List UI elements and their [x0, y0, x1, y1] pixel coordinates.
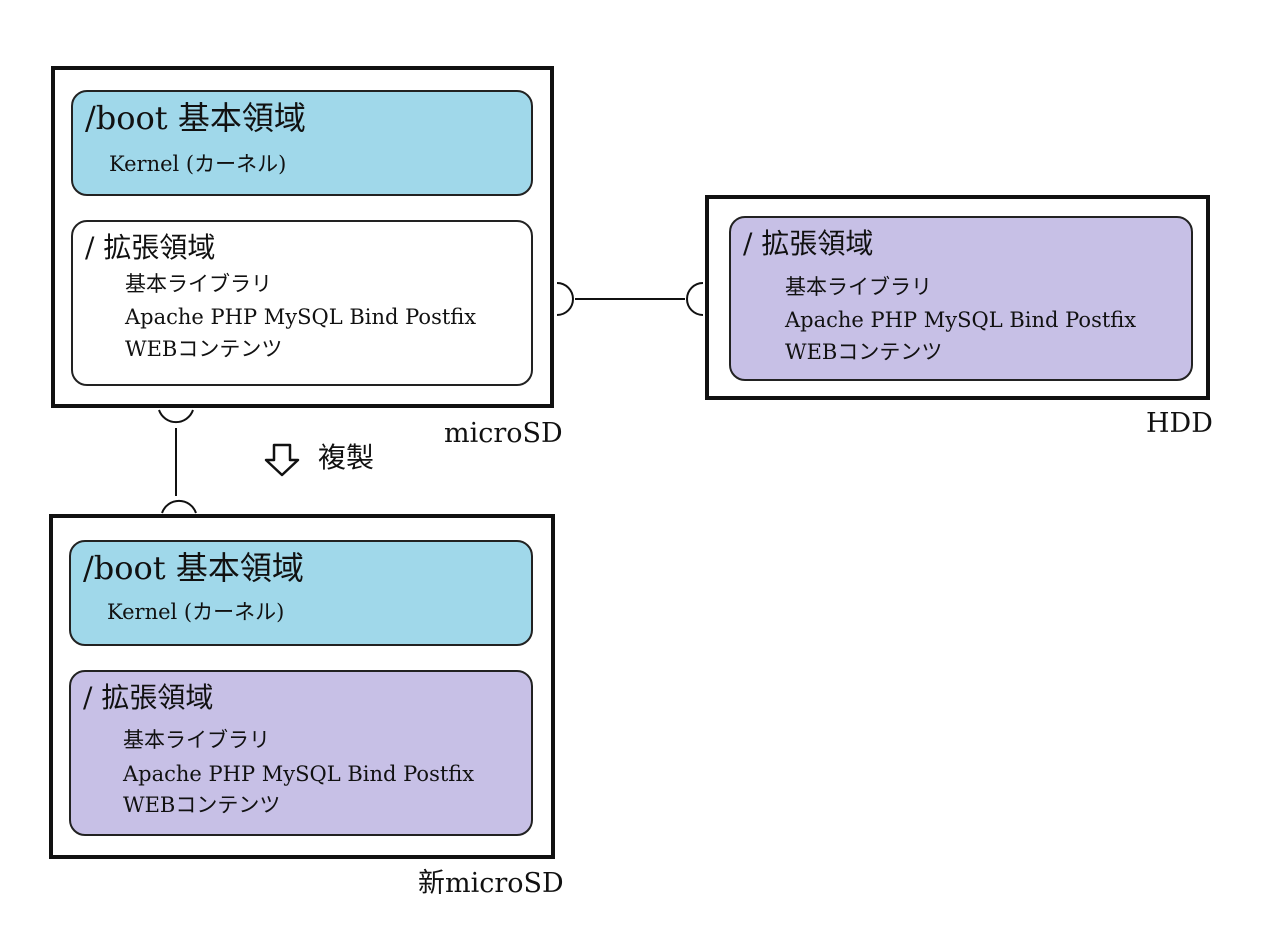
- hdd-device: / 拡張領域 基本ライブラリ Apache PHP MySQL Bind Pos…: [705, 195, 1210, 400]
- boot-partition: /boot 基本領域 Kernel (カーネル): [69, 540, 533, 646]
- copy-label: 複製: [318, 441, 375, 474]
- down-arrow-icon: [264, 443, 300, 477]
- hdd-label: HDD: [1146, 408, 1213, 439]
- connector-microsd-new: [158, 409, 197, 514]
- partition-line: Kernel (カーネル): [107, 600, 285, 624]
- microsd-device: /boot 基本領域 Kernel (カーネル) / 拡張領域 基本ライブラリ …: [51, 66, 554, 408]
- new-microsd-device: /boot 基本領域 Kernel (カーネル) / 拡張領域 基本ライブラリ …: [49, 514, 555, 859]
- ext-partition: / 拡張領域 基本ライブラリ Apache PHP MySQL Bind Pos…: [71, 220, 533, 386]
- partition-line: 基本ライブラリ: [123, 728, 270, 752]
- partition-title: / 拡張領域: [743, 227, 874, 260]
- partition-line: WEBコンテンツ: [125, 337, 283, 361]
- partition-line: Apache PHP MySQL Bind Postfix: [125, 305, 477, 329]
- connector-microsd-hdd: [556, 282, 704, 316]
- partition-title: / 拡張領域: [83, 681, 214, 714]
- partition-line: WEBコンテンツ: [785, 340, 943, 364]
- partition-line: Apache PHP MySQL Bind Postfix: [123, 762, 475, 786]
- partition-title: /boot 基本領域: [85, 99, 306, 137]
- boot-partition: /boot 基本領域 Kernel (カーネル): [71, 90, 533, 196]
- new-microsd-label: 新microSD: [418, 868, 564, 899]
- partition-line: WEBコンテンツ: [123, 793, 281, 817]
- ext-partition: / 拡張領域 基本ライブラリ Apache PHP MySQL Bind Pos…: [69, 670, 533, 836]
- partition-line: Kernel (カーネル): [109, 152, 287, 176]
- partition-line: 基本ライブラリ: [125, 272, 272, 296]
- partition-title: / 拡張領域: [85, 231, 216, 264]
- partition-line: Apache PHP MySQL Bind Postfix: [785, 308, 1137, 332]
- ext-partition: / 拡張領域 基本ライブラリ Apache PHP MySQL Bind Pos…: [729, 216, 1193, 381]
- partition-title: /boot 基本領域: [83, 549, 304, 587]
- microsd-label: microSD: [444, 418, 563, 449]
- partition-line: 基本ライブラリ: [785, 275, 932, 299]
